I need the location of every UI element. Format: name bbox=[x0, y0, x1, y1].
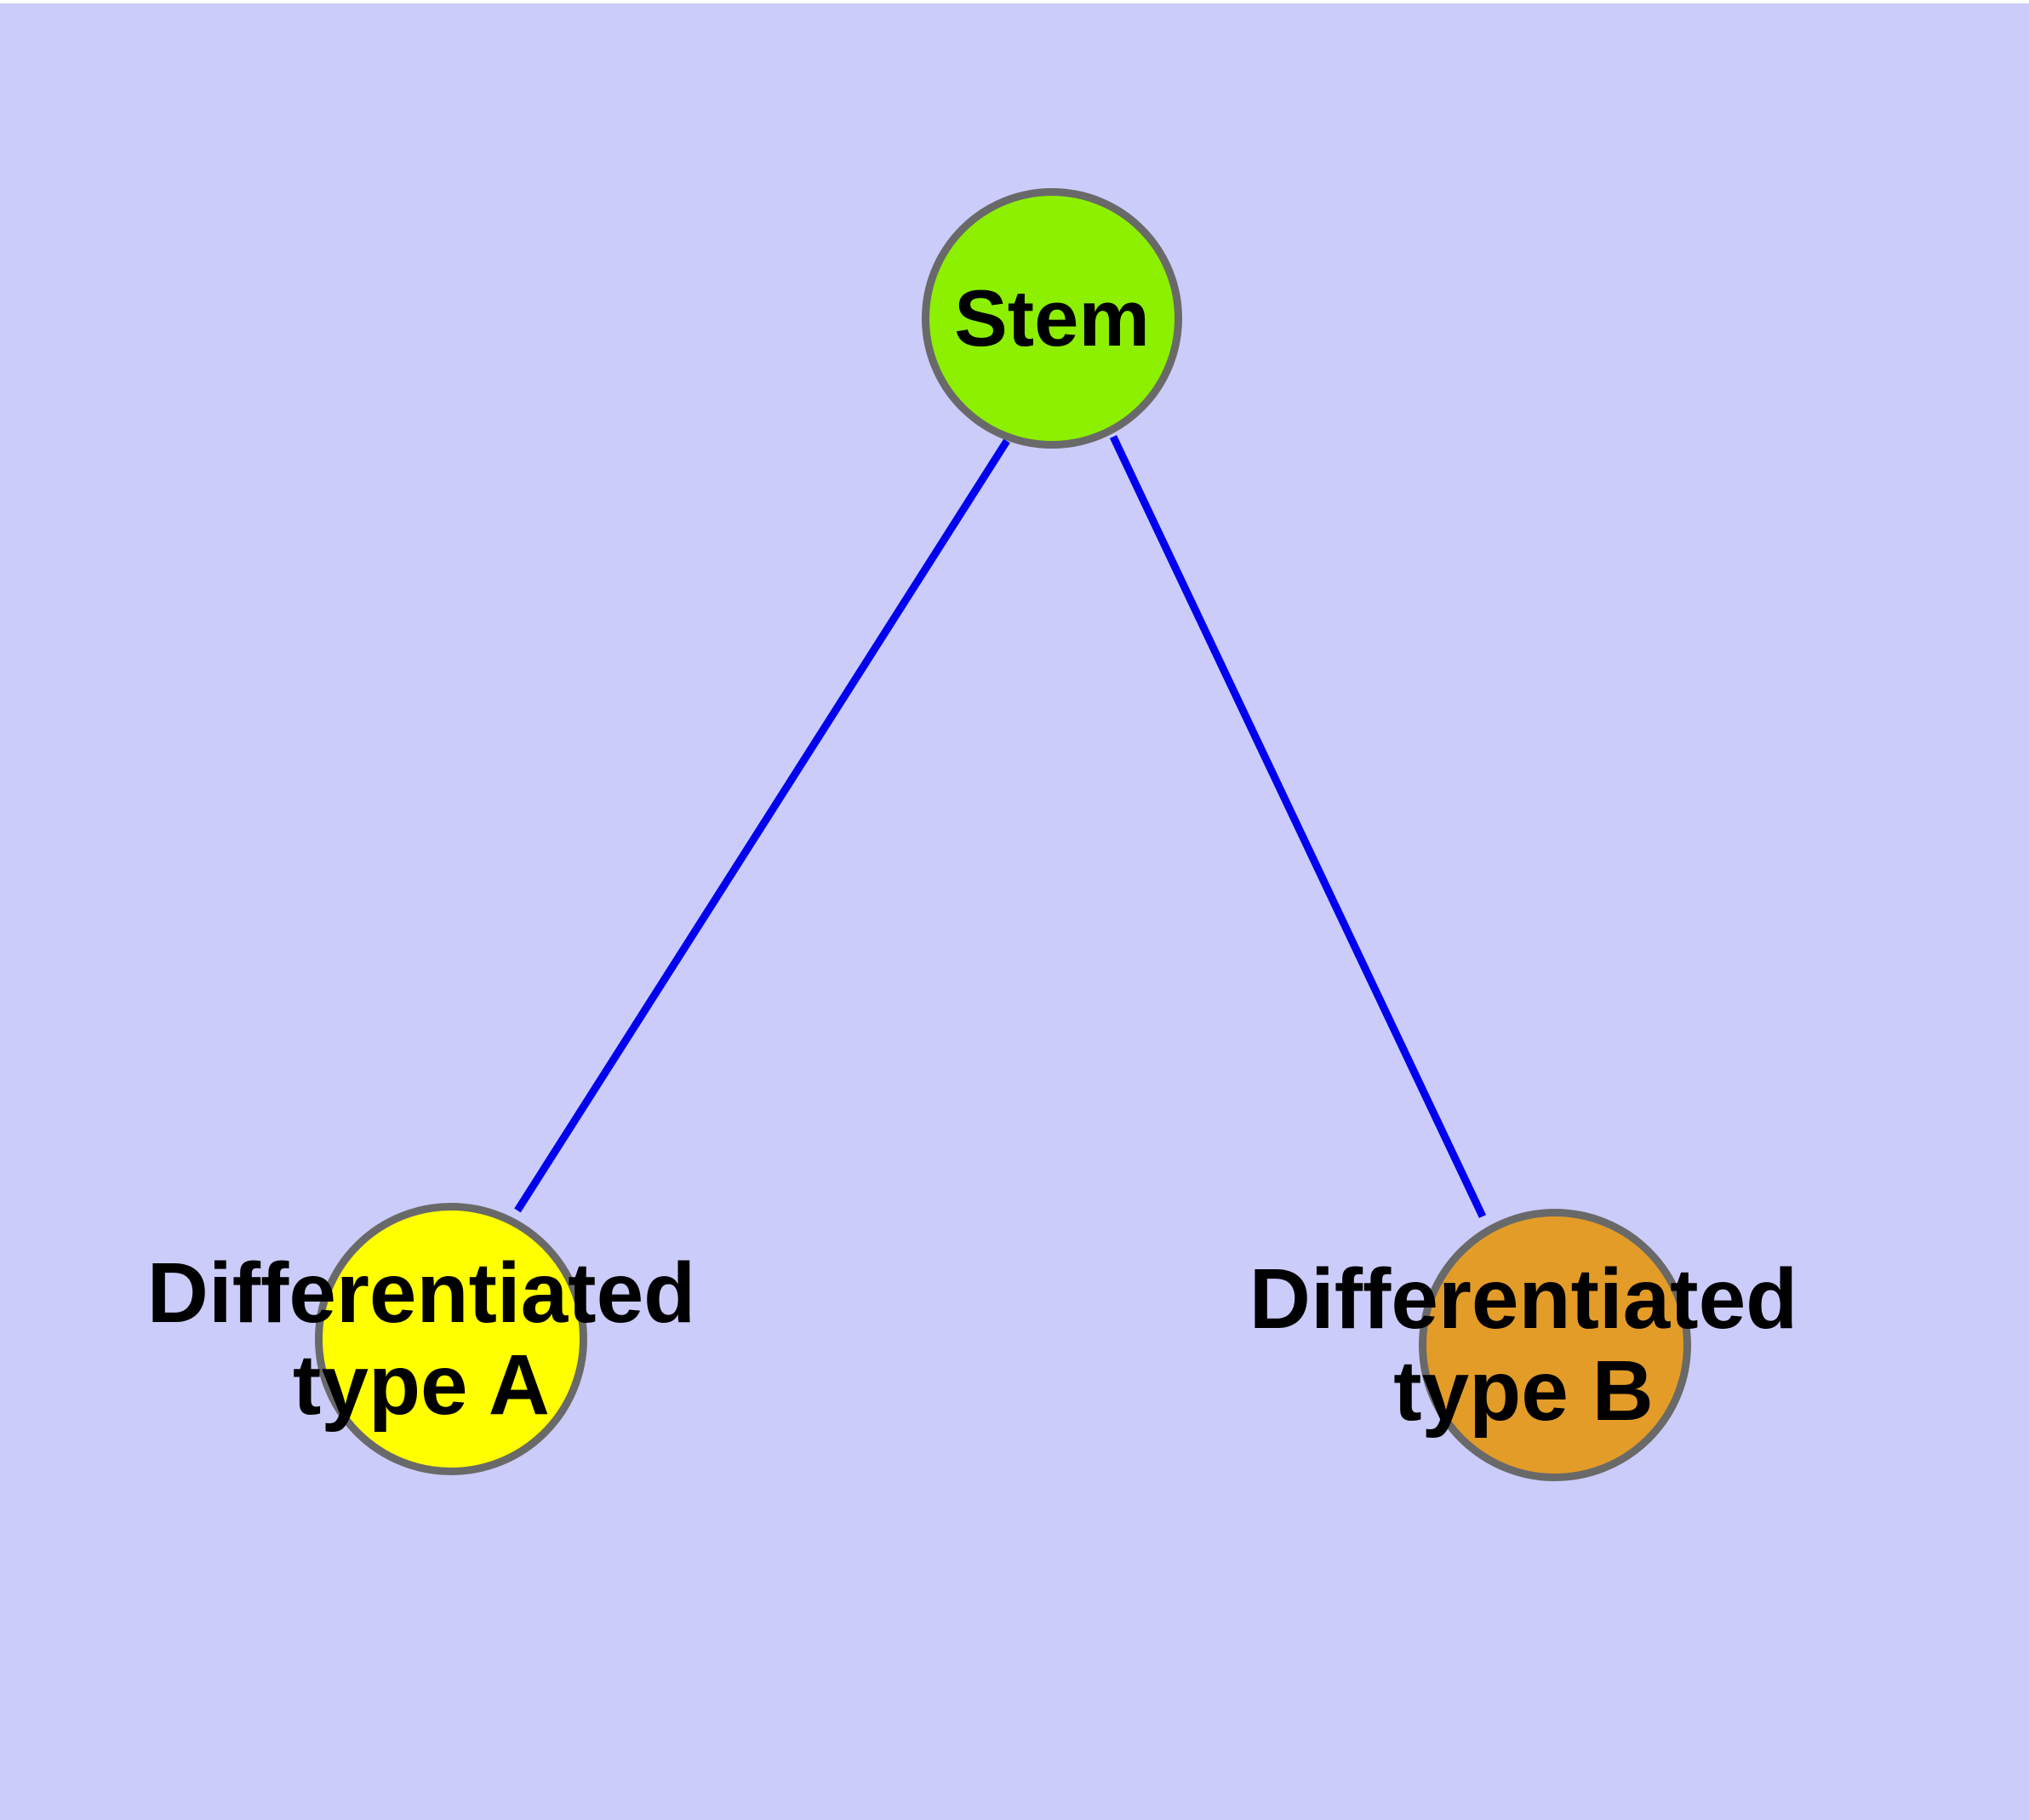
node-diff-b[interactable] bbox=[1419, 1209, 1691, 1481]
edge-stem-to-diff-a bbox=[514, 438, 1010, 1213]
node-layer bbox=[315, 188, 1691, 1481]
node-stem[interactable] bbox=[922, 188, 1182, 449]
edge-stem-to-diff-b bbox=[1109, 435, 1487, 1218]
edge-layer bbox=[514, 435, 1487, 1218]
node-diff-a[interactable] bbox=[315, 1203, 587, 1475]
